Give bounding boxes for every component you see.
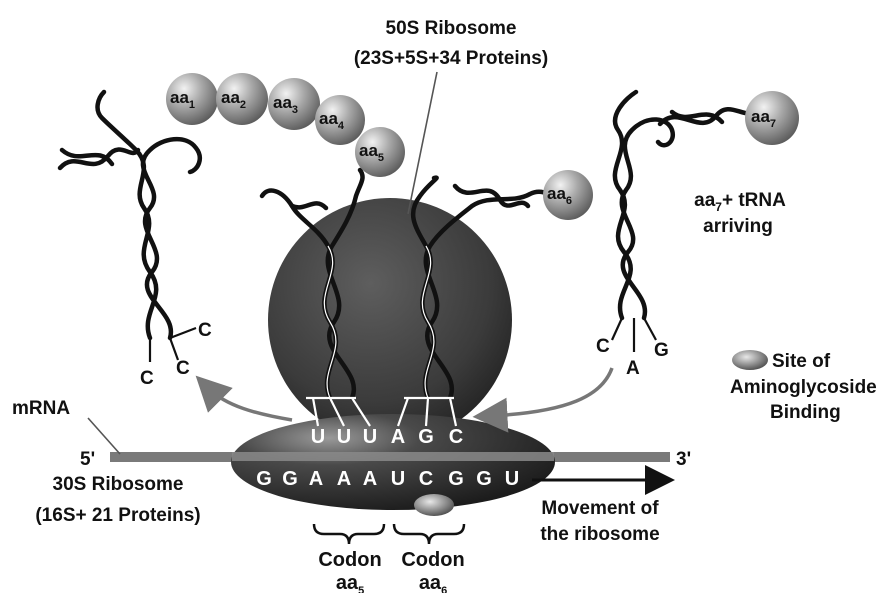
entry-arrow	[490, 368, 612, 416]
aminoglycoside-site	[414, 494, 454, 516]
top-base-3: U	[363, 426, 377, 448]
large-subunit-composition: (23S+5S+34 Proteins)	[354, 48, 548, 69]
mrna-strand-front	[232, 452, 554, 461]
codon-label-1: Codon	[318, 549, 381, 571]
five-prime-label: 5'	[80, 449, 95, 470]
mrna-base-7: C	[419, 468, 433, 490]
anticodon-base-1: C	[596, 336, 610, 357]
codon-label-2: Codon	[401, 549, 464, 571]
anticodon-base-3: G	[654, 340, 669, 361]
departing-base-3: C	[176, 358, 190, 379]
codon-brace-1	[314, 524, 384, 544]
top-base-1: U	[311, 426, 325, 448]
arriving-label-line2: arriving	[703, 216, 773, 237]
codon-aa-1: aa5	[336, 572, 364, 593]
movement-label-line2: the ribosome	[540, 524, 659, 545]
small-subunit-title: 30S Ribosome	[53, 474, 184, 495]
codon-aa-2: aa6	[419, 572, 447, 593]
mrna-base-3: A	[309, 468, 323, 490]
mrna-base-1: G	[256, 468, 272, 490]
top-base-4: A	[391, 426, 405, 448]
exit-arrow	[208, 388, 292, 420]
mrna-base-5: A	[363, 468, 377, 490]
site-legend-line1: Site of	[772, 351, 831, 372]
mrna-label: mRNA	[12, 398, 70, 419]
small-subunit-composition: (16S+ 21 Proteins)	[35, 505, 200, 526]
mrna-base-10: U	[505, 468, 519, 490]
large-subunit-50s	[268, 198, 512, 442]
three-prime-label: 3'	[676, 449, 691, 470]
top-base-6: C	[449, 426, 463, 448]
site-legend-line3: Binding	[770, 402, 841, 423]
mrna-base-4: A	[337, 468, 351, 490]
top-base-5: G	[418, 426, 434, 448]
codon-brace-2	[394, 524, 464, 544]
departing-base-2: C	[140, 368, 154, 389]
top-base-2: U	[337, 426, 351, 448]
site-legend-line2: Aminoglycoside	[730, 377, 877, 398]
large-subunit-title: 50S Ribosome	[386, 18, 517, 39]
mrna-base-2: G	[282, 468, 298, 490]
site-legend-icon	[732, 350, 768, 370]
departing-base-1: C	[198, 320, 212, 341]
anticodon-base-2: A	[626, 358, 640, 379]
departing-trna	[60, 92, 200, 362]
mrna-base-8: G	[448, 468, 464, 490]
amino-acid-chain	[166, 73, 405, 177]
arriving-label-line1: aa7+ tRNA	[694, 190, 786, 214]
mrna-base-9: G	[476, 468, 492, 490]
movement-label-line1: Movement of	[541, 498, 659, 519]
mrna-base-6: U	[391, 468, 405, 490]
